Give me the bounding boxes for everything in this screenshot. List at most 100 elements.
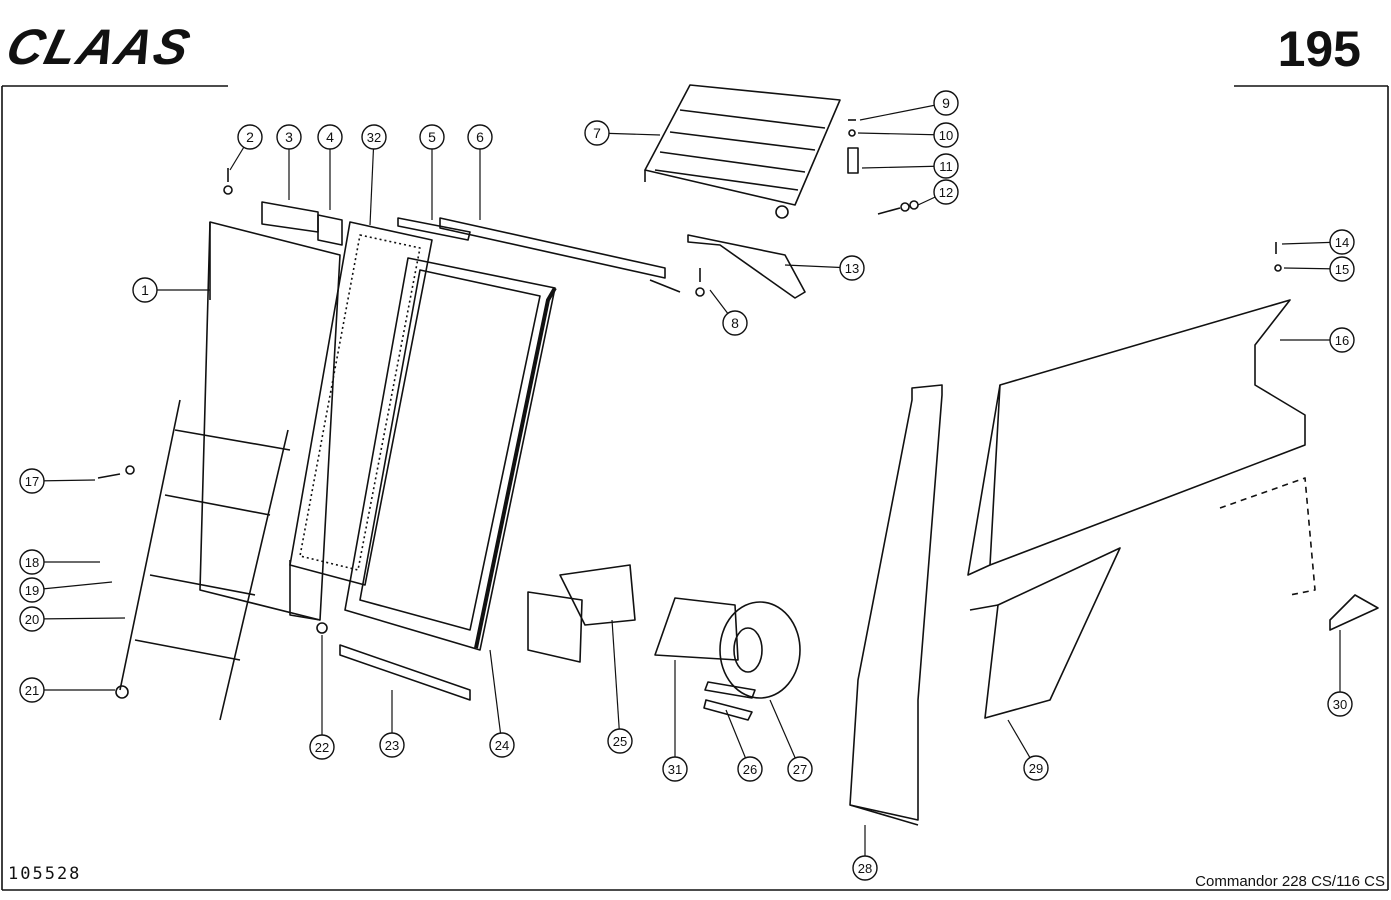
part-32-filter-mat [289,221,433,586]
callout-22: 22 [309,635,335,760]
callout-circle [1329,327,1355,353]
callout-27: 27 [769,699,813,782]
callout-7: 7 [584,120,661,146]
callout-28: 28 [852,825,878,881]
callout-circle [419,124,445,150]
callout-circle [933,90,959,116]
callout-circle [607,728,633,754]
callout-circle [662,756,688,782]
callout-circle [737,756,763,782]
part-1-rear-panel [199,221,341,621]
callout-number: 6 [476,129,484,145]
callout-circle [237,124,263,150]
part-27-hose [719,601,801,699]
callout-number: 25 [613,734,627,749]
leader-line [861,165,947,169]
part-29-lower-panel [969,547,1121,719]
callout-number: 7 [593,125,601,141]
fastener-hardware [223,119,1282,297]
callout-number: 13 [845,261,859,276]
leader-line [369,136,375,226]
part-25-air-duct [527,564,636,663]
part-7-top-grille [644,84,841,219]
callout-number: 3 [285,129,293,145]
callout-11: 11 [861,153,959,179]
callout-number: 28 [858,861,872,876]
callout-3: 3 [276,124,302,200]
callout-12: 12 [917,179,959,206]
callout-18: 18 [19,549,100,575]
drawing-frame [1,85,1389,891]
callout-10: 10 [857,122,959,148]
callout-number: 22 [315,740,329,755]
callout-16: 16 [1280,327,1355,353]
callout-number: 20 [25,612,39,627]
callout-circle [317,124,343,150]
part-4-clamp [317,214,343,246]
part-23-bottom-plate [339,644,471,701]
callout-25: 25 [607,619,633,754]
callout-circle [467,124,493,150]
callout-number: 5 [428,129,436,145]
part-13-support-bracket [687,234,806,299]
callout-number: 1 [141,282,149,298]
callout-19: 19 [19,577,113,603]
part-3-bracket [261,201,319,233]
callout-8: 8 [709,289,748,336]
callout-circle [489,732,515,758]
callout-6: 6 [467,124,493,220]
callout-21: 21 [19,677,115,703]
part-21-nut [115,685,129,699]
callout-number: 27 [793,762,807,777]
leader-line [859,102,947,121]
callout-circle [722,310,748,336]
callout-number: 10 [939,128,953,143]
callout-29: 29 [1007,719,1049,781]
part-17-bolt [97,465,135,479]
callout-number: 19 [25,583,39,598]
callout-circle [19,468,45,494]
callout-number: 31 [668,762,682,777]
callout-24: 24 [489,649,515,758]
callout-number: 32 [367,130,381,145]
callout-number: 12 [939,185,953,200]
callout-17: 17 [19,468,96,494]
callout-14: 14 [1281,229,1355,255]
callout-26: 26 [725,709,763,782]
callout-2: 2 [229,124,263,171]
callout-circle [132,277,158,303]
callout-number: 26 [743,762,757,777]
callout-circle [787,756,813,782]
callout-number: 4 [326,129,334,145]
callout-circle [276,124,302,150]
leader-line [31,581,113,591]
callout-circle [933,153,959,179]
callout-number: 8 [731,315,739,331]
callout-circle [584,120,610,146]
callout-circle [19,577,45,603]
callout-number: 16 [1335,333,1349,348]
callout-circle [1329,256,1355,282]
callout-number: 14 [1335,235,1349,250]
part-20-access-ladder [119,399,291,721]
callout-4: 4 [317,124,343,210]
callout-number: 18 [25,555,39,570]
callout-number: 2 [246,129,254,145]
callout-30: 30 [1327,630,1353,717]
callout-number: 11 [939,159,953,174]
part-24-screen [344,257,557,651]
hidden-outline [1219,477,1316,596]
callout-9: 9 [859,90,959,121]
part-28-upright-post [849,384,943,826]
callout-number: 24 [495,738,509,753]
callout-circle [852,855,878,881]
callout-number: 9 [942,95,950,111]
callout-circle [19,606,45,632]
callout-number: 23 [385,738,399,753]
callout-circle [1327,691,1353,717]
callout-23: 23 [379,690,405,758]
callout-circle [839,255,865,281]
part-31-frame [654,597,739,661]
